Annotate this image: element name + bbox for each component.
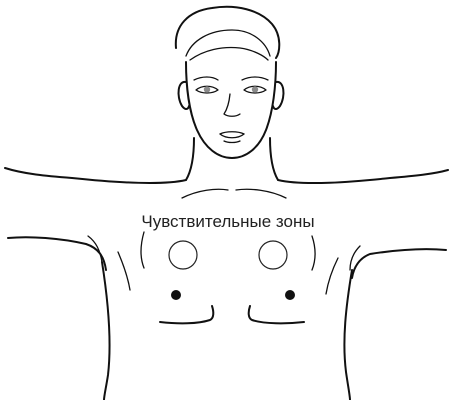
left-eyebrow — [194, 77, 218, 80]
face — [194, 77, 268, 143]
zones-caption: Чувствительные зоны — [141, 212, 314, 231]
right-pectoral-line — [249, 306, 304, 323]
left-sensitive-zone — [169, 241, 197, 269]
torso — [5, 168, 448, 400]
nose — [224, 94, 240, 116]
mouth — [220, 132, 244, 143]
right-eye — [244, 86, 266, 93]
right-sensitive-zone — [259, 241, 287, 269]
left-eye — [196, 86, 218, 93]
left-nipple — [171, 290, 181, 300]
head — [176, 7, 284, 180]
right-eyebrow — [242, 77, 268, 80]
right-nipple — [285, 290, 295, 300]
left-pectoral-line — [160, 306, 213, 323]
